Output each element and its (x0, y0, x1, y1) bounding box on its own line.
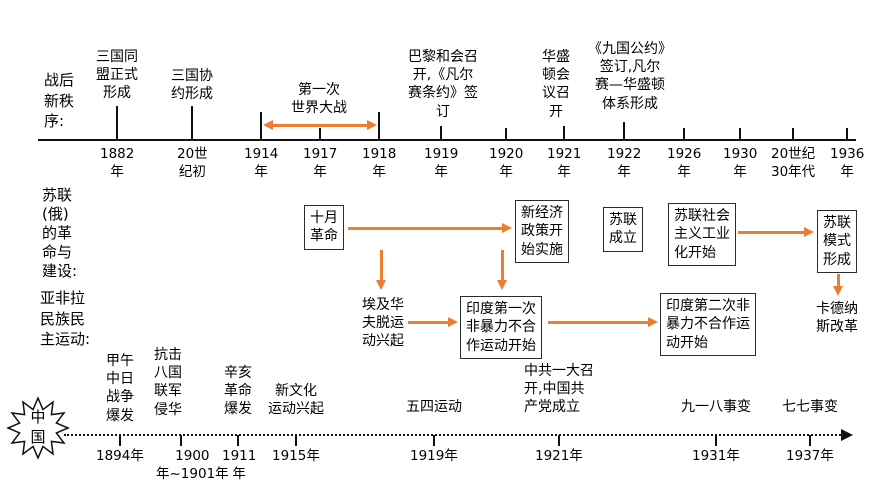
arrow-down-to-cardenas-head-icon (833, 286, 843, 296)
ww1-span-arrow-shaft (272, 124, 368, 127)
china-starburst-icon (6, 396, 70, 460)
china-timeline-axis (64, 434, 844, 436)
year-1922: 1922 年 (607, 146, 642, 180)
arrow-october-to-nep-head-icon (502, 223, 512, 233)
year-1918: 1918 年 (362, 146, 397, 180)
event-ww1-label: 第一次 世界大战 (291, 82, 347, 117)
box-soviet-model: 苏联 模式 形成 (817, 210, 857, 274)
arrow-industrialization-to-model-head-icon (804, 227, 814, 237)
china-year-1931: 1931年 (692, 448, 740, 464)
year-early-20th: 20世 纪初 (177, 146, 208, 180)
box-ussr-founded: 苏联 成立 (603, 207, 643, 252)
tick-early-20th (191, 106, 193, 140)
tick-1882 (116, 106, 118, 140)
china-year-1937: 1937年 (786, 448, 834, 464)
event-paris-conference: 巴黎和会召 开,《凡尔 赛条约》签 订 (408, 49, 478, 120)
arrow-industrialization-to-model-shaft (738, 231, 806, 234)
event-new-culture-movement: 新文化 运动兴起 (268, 383, 324, 418)
tick-1926 (683, 128, 685, 140)
year-1914: 1914 年 (244, 146, 279, 180)
year-1926: 1926 年 (667, 146, 702, 180)
year-1936: 1936 年 (830, 146, 865, 180)
tick-1917 (319, 128, 321, 140)
china-tick-1900 (180, 435, 182, 446)
china-year-1894: 1894年 (96, 448, 144, 464)
china-tick-1915 (295, 435, 297, 446)
event-egypt-wafd: 埃及华 夫脱运 动兴起 (362, 297, 404, 350)
china-tick-1937 (809, 435, 811, 446)
arrow-egypt-to-india-first-head-icon (448, 317, 458, 327)
arrow-down-to-india-first-head-icon (497, 280, 507, 290)
arrow-india-first-to-second-shaft (548, 321, 650, 324)
ww1-span-arrow-right-head-icon (367, 120, 377, 130)
event-may-fourth: 五四运动 (406, 399, 462, 415)
arrow-egypt-to-india-first-shaft (408, 321, 450, 324)
box-india-first-movement: 印度第一次 非暴力不合 作运动开始 (460, 296, 542, 360)
event-ccp-founding: 中共一大召 开,中国共 产党成立 (524, 363, 594, 416)
event-washington-conference: 华盛 顿会 议召 开 (542, 49, 570, 120)
year-1921: 1921 年 (547, 146, 582, 180)
china-year-1919: 1919年 (410, 448, 458, 464)
box-industrialization: 苏联社会 主义工业 化开始 (668, 203, 736, 267)
arrow-india-first-to-second-head-icon (648, 317, 658, 327)
arrow-down-to-egypt-head-icon (376, 280, 386, 290)
event-xinhai-revolution: 辛亥 革命 爆发 (224, 365, 252, 418)
event-jiawu-war: 甲午 中日 战争 爆发 (106, 353, 134, 424)
event-september-18-incident: 九一八事变 (681, 399, 751, 415)
arrow-down-to-egypt-shaft (380, 250, 383, 282)
china-tick-1931 (715, 435, 717, 446)
tick-1920 (505, 128, 507, 140)
tick-1919 (440, 126, 442, 140)
tick-1936 (846, 128, 848, 140)
china-year-1915: 1915年 (272, 448, 320, 464)
china-label: 中 国 (30, 408, 46, 446)
year-1917: 1917 年 (303, 146, 338, 180)
arrow-october-to-nep-shaft (348, 227, 504, 230)
year-1930s: 20世纪 30年代 (771, 146, 816, 180)
china-year-1921: 1921年 (535, 448, 583, 464)
china-year-1911: 1911 年 (222, 448, 257, 482)
event-triple-alliance: 三国同 盟正式 形成 (96, 49, 138, 102)
china-tick-1921 (558, 435, 560, 446)
ww1-span-arrow-left-head-icon (263, 120, 273, 130)
tick-1922 (623, 122, 625, 140)
arrow-down-to-india-first-shaft (501, 250, 504, 282)
postwar-order-label: 战后 新秩 序: (44, 71, 75, 131)
tick-1918 (378, 112, 380, 140)
tick-1921 (563, 126, 565, 140)
event-eight-nation-alliance: 抗击 八国 联军 侵华 (154, 347, 182, 418)
event-cardenas-reform: 卡德纳 斯改革 (816, 301, 858, 336)
event-nine-power-treaty: 《九国公约》 签订,凡尔 赛—华盛顿 体系形成 (588, 41, 672, 112)
event-july-7-incident: 七七事变 (782, 399, 838, 415)
year-1882: 1882 年 (100, 146, 135, 180)
china-axis-arrowhead-icon (841, 429, 853, 441)
box-india-second-movement: 印度第二次非 暴力不合作运 动开始 (660, 293, 756, 357)
tick-1930s (792, 128, 794, 140)
tick-1930 (739, 128, 741, 140)
china-tick-1894 (119, 435, 121, 446)
event-triple-entente: 三国协 约形成 (171, 68, 213, 103)
year-1930: 1930 年 (723, 146, 758, 180)
china-year-1900-1901: 1900 年~1901年 (156, 448, 229, 482)
soviet-revolution-label: 苏联 (俄) 的革 命与 建设: (42, 186, 78, 281)
arrow-down-to-cardenas-shaft (837, 274, 840, 288)
year-1920: 1920 年 (489, 146, 524, 180)
year-1919: 1919 年 (424, 146, 459, 180)
china-tick-1911 (237, 435, 239, 446)
box-october-revolution: 十月 革命 (304, 205, 344, 250)
liberation-movements-label: 亚非拉 民族民 主运动: (40, 289, 91, 349)
box-nep: 新经济 政策开 始实施 (515, 200, 569, 264)
tick-1914 (260, 112, 262, 140)
world-timeline-axis (38, 139, 856, 141)
china-tick-1919 (433, 435, 435, 446)
